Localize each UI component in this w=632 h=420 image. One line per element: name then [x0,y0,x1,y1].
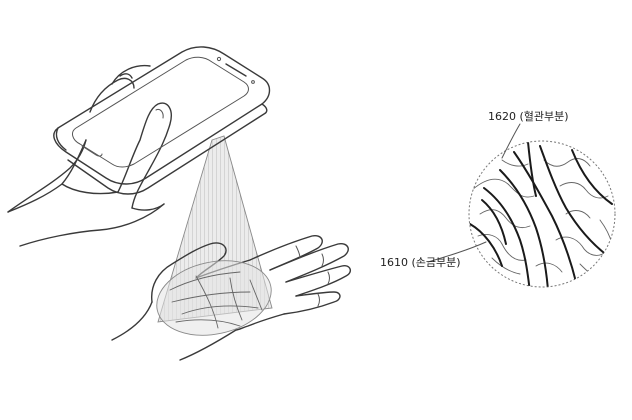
leader-lines [427,123,521,263]
scan-area-ellipse [156,260,272,336]
magnified-veins [469,141,613,287]
holding-hand [7,64,172,247]
label-vein-part: 1620 (혈관부분) [488,109,569,123]
palm-lines-scan [169,271,263,329]
smartphone [53,46,271,195]
label-palm-line-part: 1610 (손금부분) [380,256,461,269]
magnified-view [468,140,616,288]
